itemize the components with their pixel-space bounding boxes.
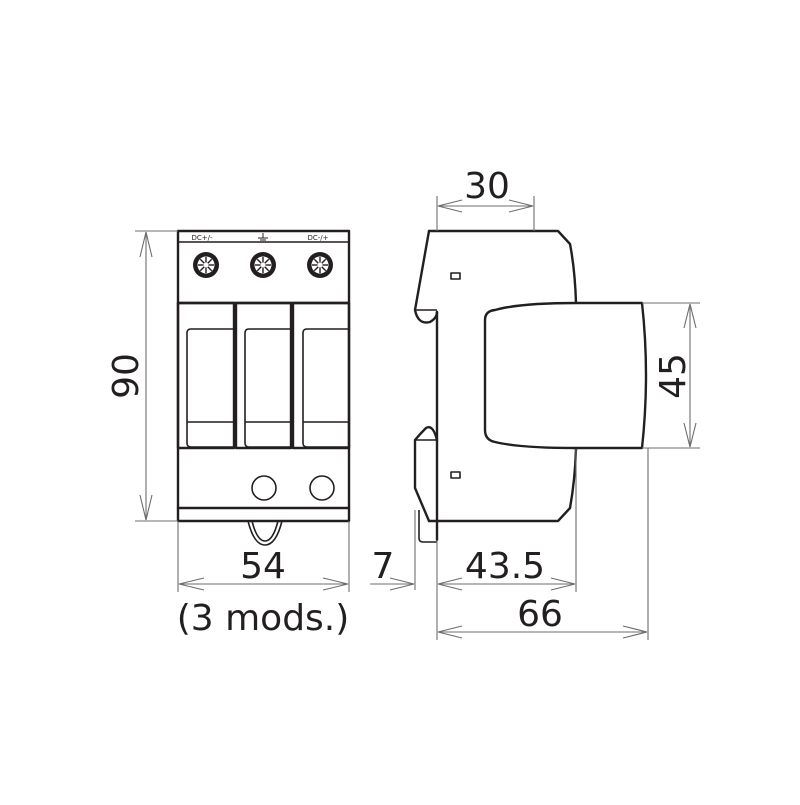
dim-depth-66: 66 bbox=[437, 448, 649, 640]
svg-text:(3 mods.): (3 mods.) bbox=[177, 598, 350, 639]
marker-square bbox=[450, 471, 461, 479]
side-view bbox=[413, 229, 648, 543]
svg-text:90: 90 bbox=[106, 353, 147, 399]
terminal-screw-icon bbox=[250, 252, 276, 278]
dim-top-30: 30 bbox=[436, 166, 535, 231]
front-view: DC+/- DC-/+ bbox=[176, 229, 351, 546]
dim-front-45: 45 bbox=[642, 302, 700, 449]
dim-rail-7: 7 bbox=[370, 510, 438, 640]
indicator-circle-icon bbox=[309, 475, 335, 501]
svg-text:30: 30 bbox=[464, 166, 510, 207]
terminal-label-3: DC-/+ bbox=[307, 234, 328, 242]
terminal-label-1: DC+/- bbox=[191, 234, 213, 242]
plug-module-1 bbox=[176, 301, 236, 450]
plug-module-3 bbox=[291, 301, 351, 450]
terminal-screw-icon bbox=[193, 252, 219, 278]
svg-text:45: 45 bbox=[653, 353, 694, 399]
dim-width-54: 54 (3 mods.) bbox=[177, 521, 350, 639]
svg-text:66: 66 bbox=[517, 594, 563, 635]
din-clip bbox=[247, 520, 283, 546]
front-cover-outline bbox=[483, 301, 648, 450]
svg-text:7: 7 bbox=[372, 546, 395, 587]
svg-text:54: 54 bbox=[240, 546, 286, 587]
plug-module-2 bbox=[234, 301, 293, 450]
svg-text:43.5: 43.5 bbox=[465, 546, 545, 587]
dim-height-90: 90 bbox=[106, 230, 178, 522]
indicator-circle-icon bbox=[251, 475, 277, 501]
dim-depth-43-5: 43.5 bbox=[437, 449, 577, 592]
marker-square bbox=[450, 272, 461, 280]
terminal-screw-icon bbox=[307, 252, 333, 278]
ground-symbol-icon bbox=[258, 233, 268, 241]
